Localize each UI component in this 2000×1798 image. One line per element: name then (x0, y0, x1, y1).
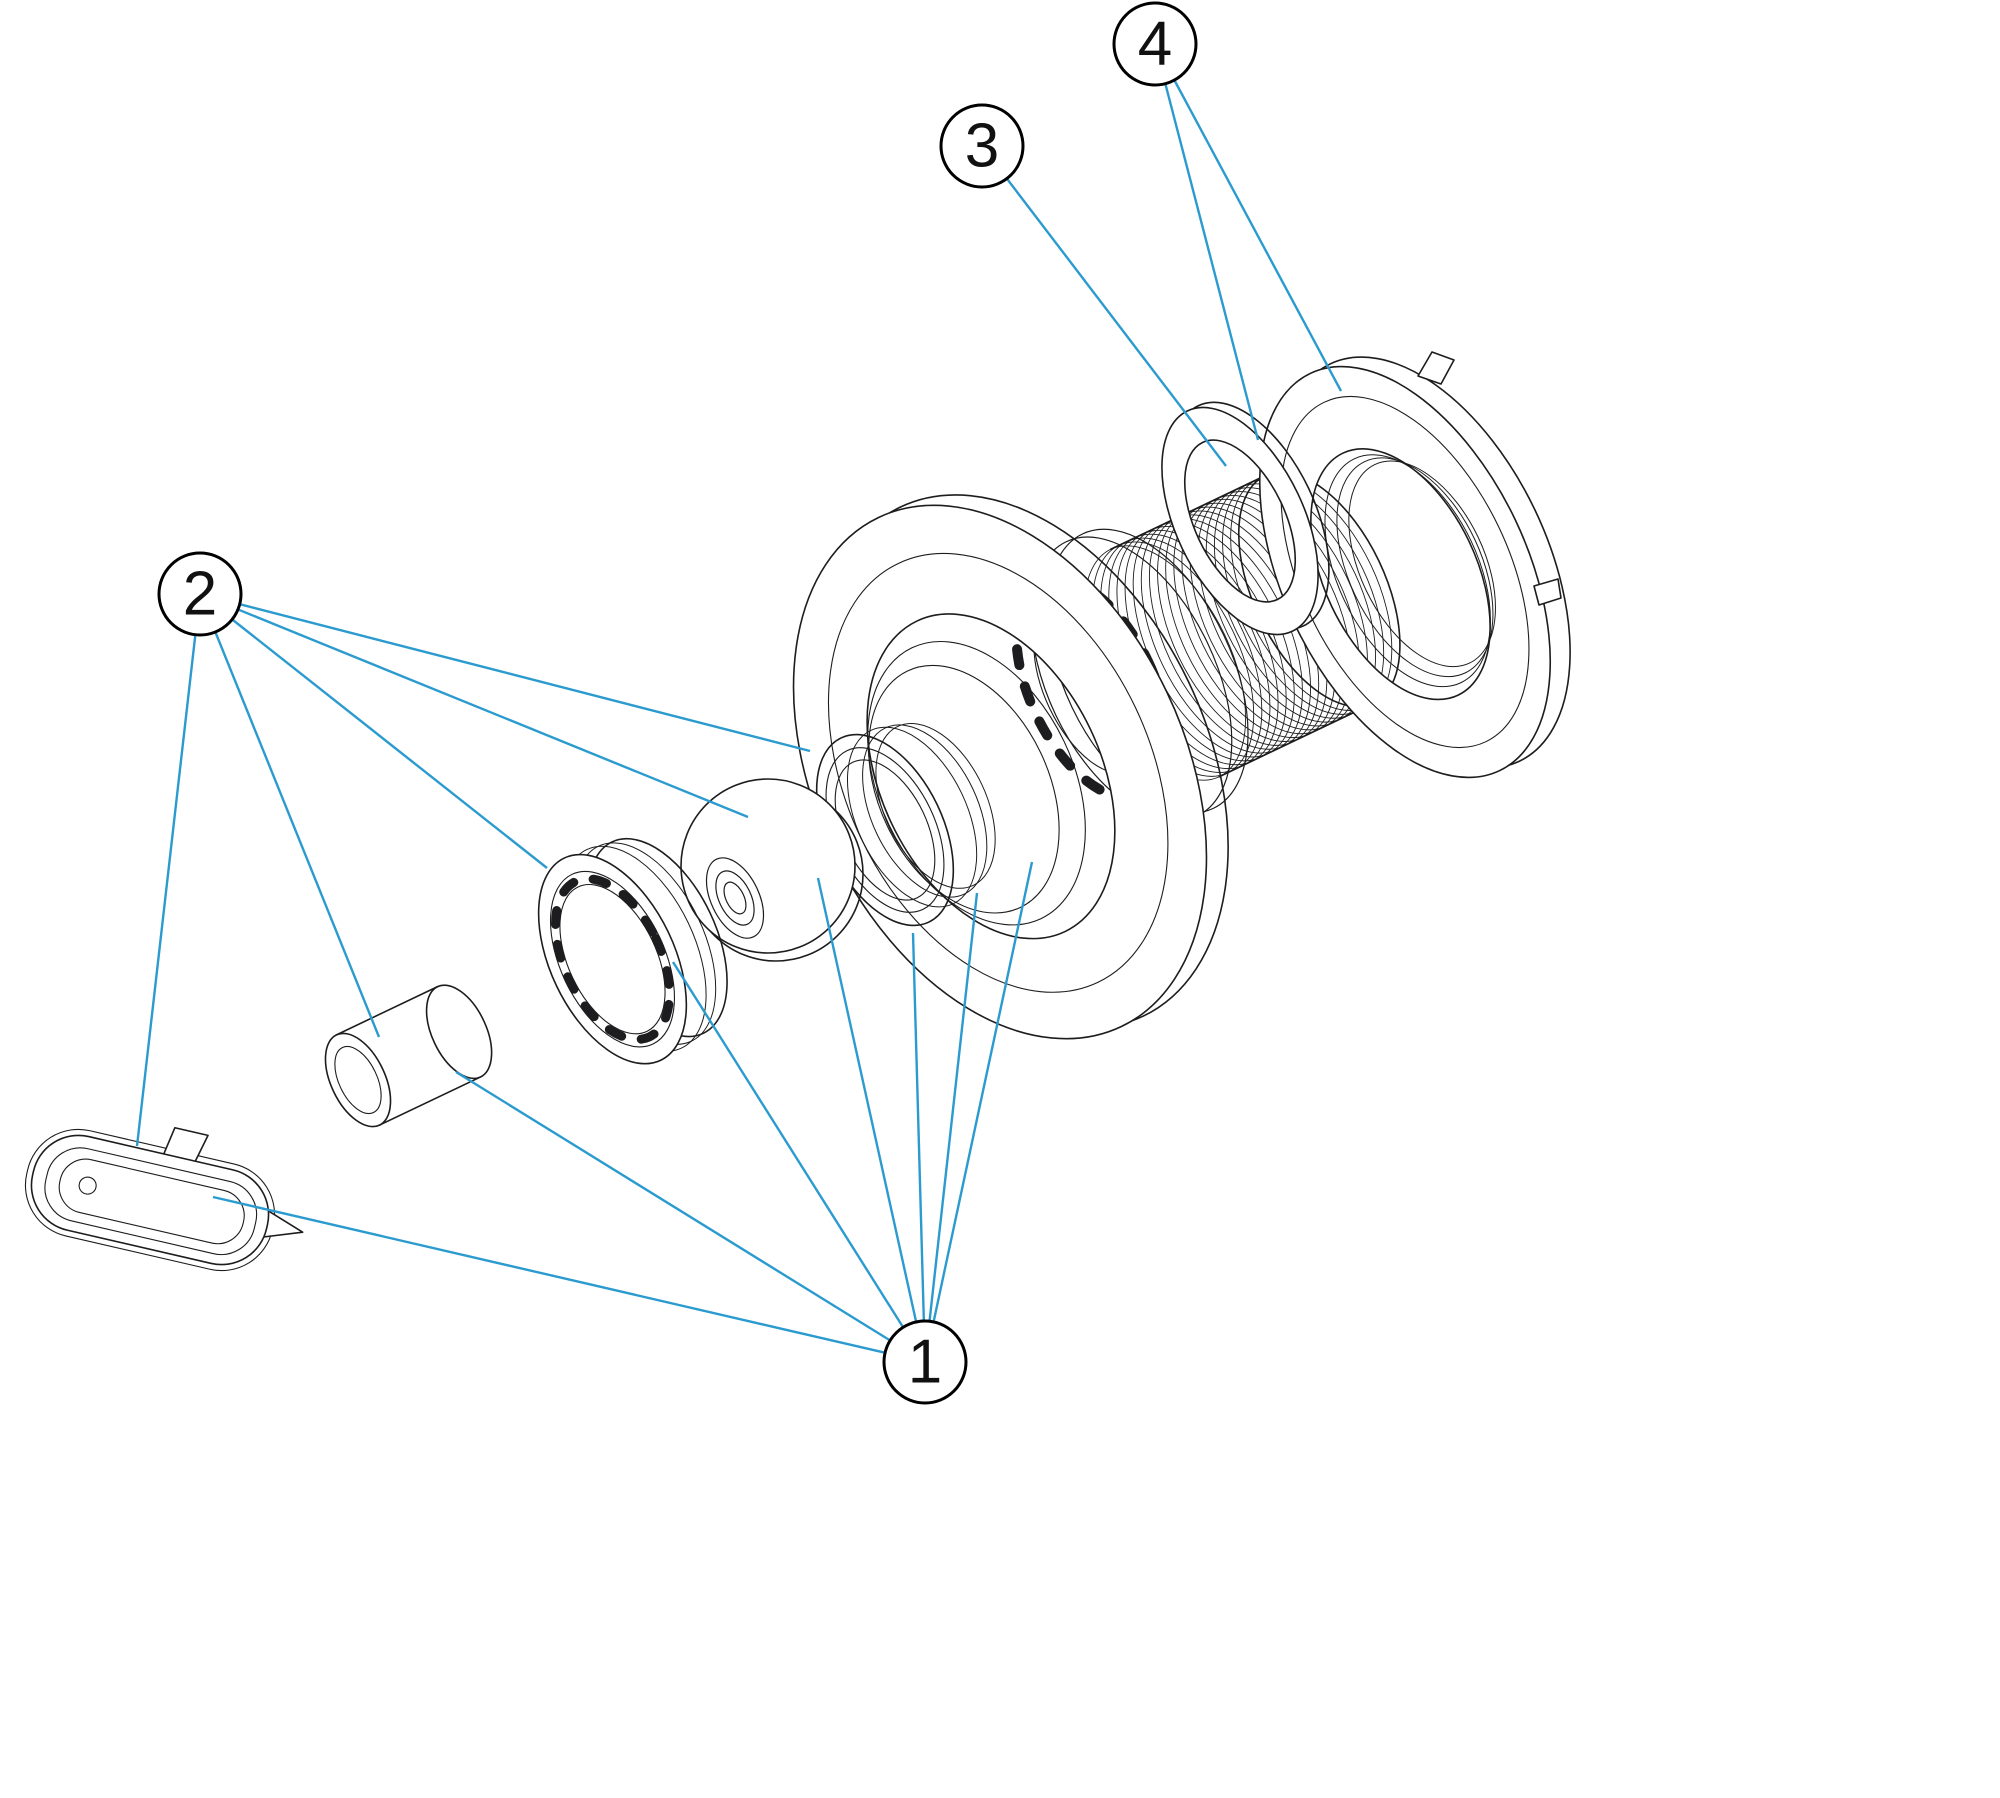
callout-3-label: 3 (965, 112, 999, 181)
bore-mid (715, 870, 755, 926)
sleeve-bottom-edge (378, 1076, 482, 1126)
leader-1-ball (816, 877, 927, 1363)
leader-1-sleeve (455, 1070, 926, 1364)
leader-1-key (212, 1195, 926, 1364)
callouts: 1 2 3 4 (157, 1, 1198, 1405)
leader-lines (135, 43, 1343, 1364)
part-threaded-lock-ring (537, 837, 728, 1065)
callout-1: 1 (882, 1319, 968, 1405)
callout-4: 4 (1112, 1, 1198, 87)
callout-2-label: 2 (183, 560, 217, 629)
callout-4-circle (1112, 1, 1198, 87)
key-hole (78, 1176, 97, 1195)
callout-2: 2 (157, 551, 243, 637)
leader-1-neck (911, 932, 927, 1363)
nut-inner-thread-3 (1348, 460, 1496, 668)
neck-thread-1 (846, 726, 978, 908)
key-body (30, 1134, 270, 1266)
bore-outer (705, 857, 765, 939)
leader-2-neck (199, 592, 811, 753)
callout-3: 3 (939, 103, 1025, 189)
bore-inner (723, 881, 747, 915)
nut-inner-thread-1 (1324, 454, 1491, 688)
part-front-flange-housing (792, 494, 1229, 1040)
leader-3-gasket (981, 145, 1227, 467)
key-recess (58, 1158, 245, 1245)
nut-inner-thread-2 (1336, 457, 1494, 678)
nut-face-rim (1280, 395, 1530, 749)
key-inner-contour (44, 1147, 258, 1256)
barrel-collar-2 (1047, 528, 1249, 814)
leader-4-nut (1153, 43, 1343, 392)
leader-1-flange-inner (923, 892, 979, 1363)
leader-2-key (135, 593, 202, 1147)
nut-top-tab (1417, 351, 1455, 385)
sleeve-front-rim (324, 1032, 392, 1128)
callout-4-label: 4 (1138, 10, 1172, 79)
flange-seat-lip-2 (868, 664, 1060, 914)
callout-3-circle (939, 103, 1025, 189)
flange-seat-lip-1 (867, 640, 1086, 926)
gasket-face (1161, 406, 1319, 636)
nut-side-tab (1533, 578, 1562, 606)
callout-1-label: 1 (908, 1328, 942, 1397)
part-bushing-sleeve (324, 984, 493, 1128)
part-flat-gasket (1161, 401, 1330, 636)
leader-1-flange-face (923, 861, 1034, 1363)
sleeve-opening (334, 1045, 382, 1115)
part-back-flange-nut (1258, 356, 1571, 779)
leader-2-ball (199, 592, 749, 819)
leader-1-lockring (671, 961, 927, 1363)
lockring-castellations (550, 874, 674, 1044)
assembly-drawing (24, 351, 1571, 1272)
lockring-opening (559, 883, 666, 1035)
part-eyeball-nozzle (680, 778, 864, 962)
callout-2-circle (157, 551, 243, 637)
leader-2-lockring (199, 593, 548, 869)
ball-outline (680, 778, 856, 954)
ball-bore (705, 857, 765, 939)
leader-4-gasket (1153, 43, 1260, 441)
sleeve-top-edge (335, 985, 439, 1036)
neck-thread-3 (875, 722, 996, 889)
lockring-front-rim (537, 853, 688, 1065)
part-operating-key (24, 1126, 304, 1272)
callout-1-circle (882, 1319, 968, 1405)
leader-2-sleeve (198, 593, 381, 1038)
neck-thread-2 (862, 724, 988, 898)
